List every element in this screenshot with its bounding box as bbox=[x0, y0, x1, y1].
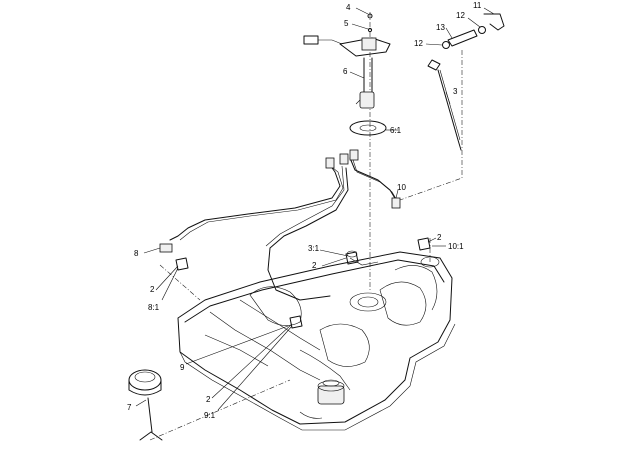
callout-6-1: 6:1 bbox=[390, 126, 402, 135]
callout-9: 9 bbox=[180, 363, 185, 372]
callout-5: 5 bbox=[344, 19, 349, 28]
assembly-centerlines bbox=[149, 12, 463, 441]
clip-parts bbox=[175, 237, 431, 329]
vent-tube-assembly bbox=[427, 13, 505, 151]
callout-12-left: 12 bbox=[414, 39, 423, 48]
callout-8: 8 bbox=[134, 249, 139, 258]
callout-3: 3 bbox=[453, 87, 458, 96]
fuel-sender-assembly bbox=[303, 13, 391, 136]
fuel-line-assembly bbox=[159, 149, 401, 301]
fuel-cap bbox=[128, 369, 163, 441]
callout-13: 13 bbox=[436, 23, 445, 32]
fuel-tank bbox=[177, 250, 456, 431]
callout-3-1: 3:1 bbox=[308, 244, 320, 253]
callout-2-left: 2 bbox=[150, 285, 155, 294]
callout-10-1: 10:1 bbox=[448, 242, 464, 251]
callout-11: 11 bbox=[473, 1, 482, 10]
callout-labels: 4 5 6 6:1 11 12 13 12 3 10 2 10:1 3:1 2 … bbox=[127, 1, 482, 420]
callout-2-right: 2 bbox=[437, 233, 442, 242]
callout-7: 7 bbox=[127, 403, 132, 412]
callout-2-center: 2 bbox=[312, 261, 317, 270]
leader-lines bbox=[135, 7, 495, 411]
callout-2-bottom: 2 bbox=[206, 395, 211, 404]
callout-12-top: 12 bbox=[456, 11, 465, 20]
callout-9-1: 9:1 bbox=[204, 411, 216, 420]
callout-8-1: 8:1 bbox=[148, 303, 160, 312]
callout-4: 4 bbox=[346, 3, 351, 12]
callout-10: 10 bbox=[397, 183, 406, 192]
callout-6: 6 bbox=[343, 67, 348, 76]
